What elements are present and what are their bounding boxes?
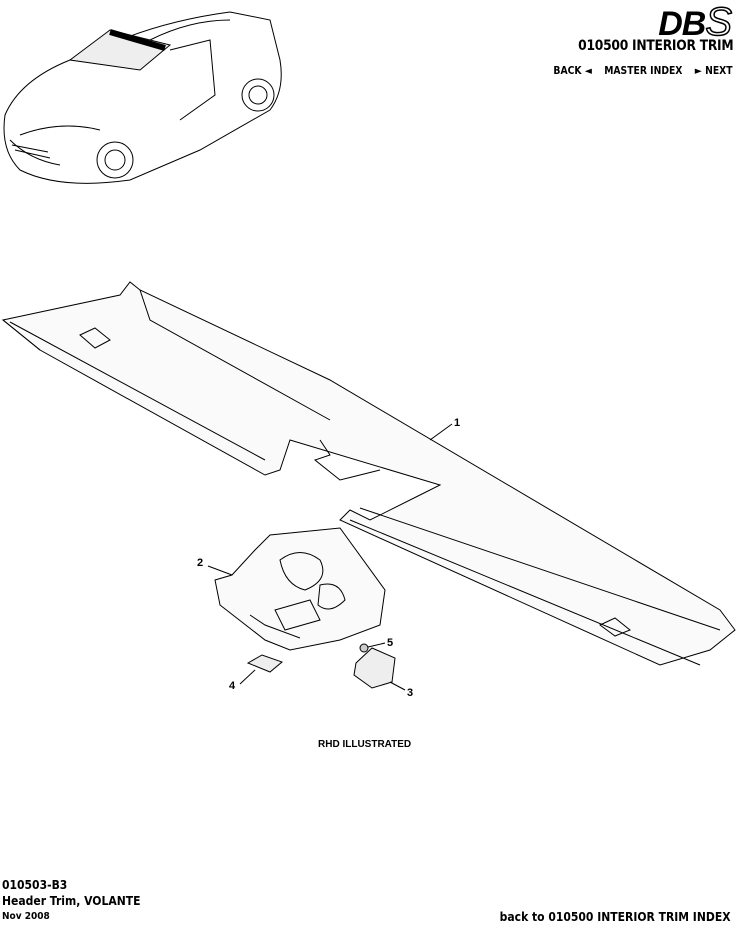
leader-line-5 xyxy=(367,642,386,648)
next-link[interactable]: ► NEXT xyxy=(695,65,733,77)
leader-line-1 xyxy=(429,423,453,441)
back-link[interactable]: BACK ◄ xyxy=(553,65,593,77)
leader-line-3 xyxy=(389,681,406,691)
part-name: Header Trim, VOLANTE xyxy=(2,894,141,908)
dbs-logo: DBS xyxy=(658,0,733,45)
back-to-index-link[interactable]: back to 010500 INTERIOR TRIM INDEX xyxy=(500,910,731,924)
navigation-bar: BACK ◄ MASTER INDEX ► NEXT xyxy=(554,65,733,77)
part-code: 010503-B3 xyxy=(2,878,68,892)
parts-diagram xyxy=(1,281,736,691)
screw xyxy=(359,643,369,653)
leader-line-2 xyxy=(207,565,233,576)
callout-1: 1 xyxy=(454,417,461,429)
switch-panel xyxy=(353,647,396,689)
callout-4: 4 xyxy=(229,680,236,692)
publication-date: Nov 2008 xyxy=(2,911,50,922)
leader-line-4 xyxy=(239,669,256,685)
vehicle-location-illustration xyxy=(3,11,282,184)
callout-2: 2 xyxy=(197,557,204,569)
callout-5: 5 xyxy=(387,637,394,649)
master-index-link[interactable]: MASTER INDEX xyxy=(604,65,683,77)
section-title: 010500 INTERIOR TRIM xyxy=(577,38,733,54)
header-trim-panel xyxy=(1,281,736,666)
rhd-illustrated-note: RHD ILLUSTRATED xyxy=(318,739,412,750)
callout-3: 3 xyxy=(407,687,414,699)
overhead-console xyxy=(214,527,386,651)
lens-cover xyxy=(246,654,283,673)
